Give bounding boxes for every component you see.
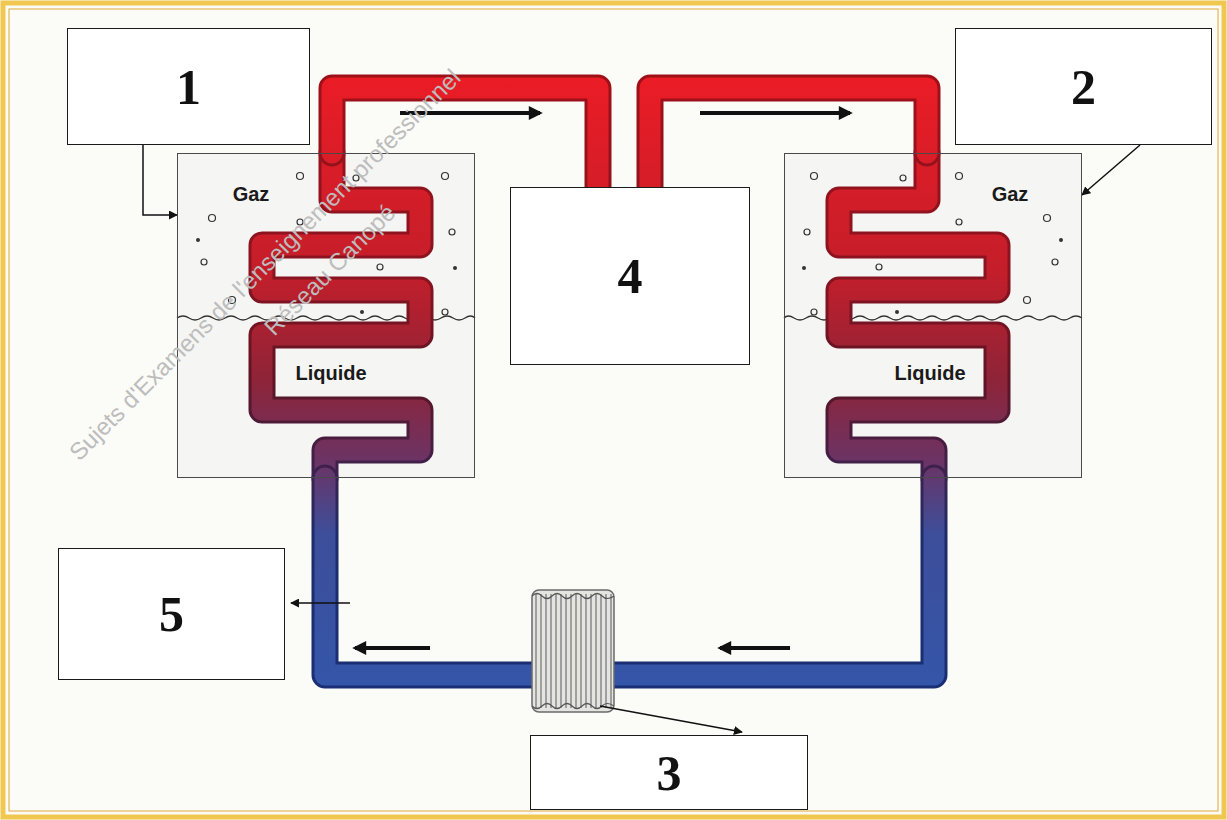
page-frame bbox=[9, 9, 1218, 811]
phase-label: Liquide bbox=[292, 362, 369, 385]
expansion-valve bbox=[532, 590, 614, 712]
watermark: Réseau Canopé bbox=[259, 199, 401, 341]
pipe bbox=[332, 88, 598, 187]
flow-arrow bbox=[720, 646, 790, 650]
pipe-outline bbox=[325, 478, 934, 675]
pipe-body bbox=[325, 478, 934, 675]
flow-arrow bbox=[700, 111, 850, 115]
tank-fill bbox=[177, 153, 475, 478]
tank: GazLiquide bbox=[177, 153, 475, 478]
coil-pipe bbox=[262, 153, 420, 478]
tank: GazLiquide bbox=[784, 153, 1082, 478]
callout-number: 5 bbox=[159, 589, 184, 639]
flow-arrow bbox=[355, 646, 430, 650]
tank-interior bbox=[177, 153, 475, 478]
callout-box: 2 bbox=[955, 28, 1212, 145]
pipe bbox=[325, 478, 934, 675]
callout-number: 3 bbox=[657, 748, 682, 798]
leader-arrow bbox=[1082, 145, 1140, 195]
tank-interior bbox=[784, 153, 1082, 478]
callout-number: 1 bbox=[176, 62, 201, 112]
page-frame bbox=[3, 3, 1224, 817]
pipe-body bbox=[650, 88, 927, 187]
watermark: Sujets d'Examens de l'enseignement profe… bbox=[64, 64, 467, 467]
flow-arrow bbox=[400, 111, 540, 115]
callout-box: 3 bbox=[530, 735, 808, 810]
pipe-body bbox=[332, 88, 598, 187]
phase-label: Liquide bbox=[891, 362, 968, 385]
callout-number: 4 bbox=[618, 251, 643, 301]
connectors bbox=[143, 88, 1140, 675]
leader-line bbox=[143, 145, 177, 215]
phase-label: Gaz bbox=[230, 183, 273, 206]
callout-box: 4 bbox=[510, 187, 750, 365]
pipe-outline bbox=[332, 88, 598, 187]
pipe bbox=[650, 88, 927, 187]
callout-box: 5 bbox=[58, 548, 285, 680]
leader-arrow bbox=[600, 706, 742, 732]
callout-box: 1 bbox=[67, 28, 310, 145]
leader-arrow bbox=[143, 145, 177, 215]
callout-number: 2 bbox=[1071, 62, 1096, 112]
leader-arrow bbox=[291, 602, 350, 604]
coil-pipe-outline bbox=[262, 153, 420, 478]
pipe-outline bbox=[650, 88, 927, 187]
leader-line bbox=[1082, 145, 1140, 195]
phase-label: Gaz bbox=[989, 183, 1032, 206]
